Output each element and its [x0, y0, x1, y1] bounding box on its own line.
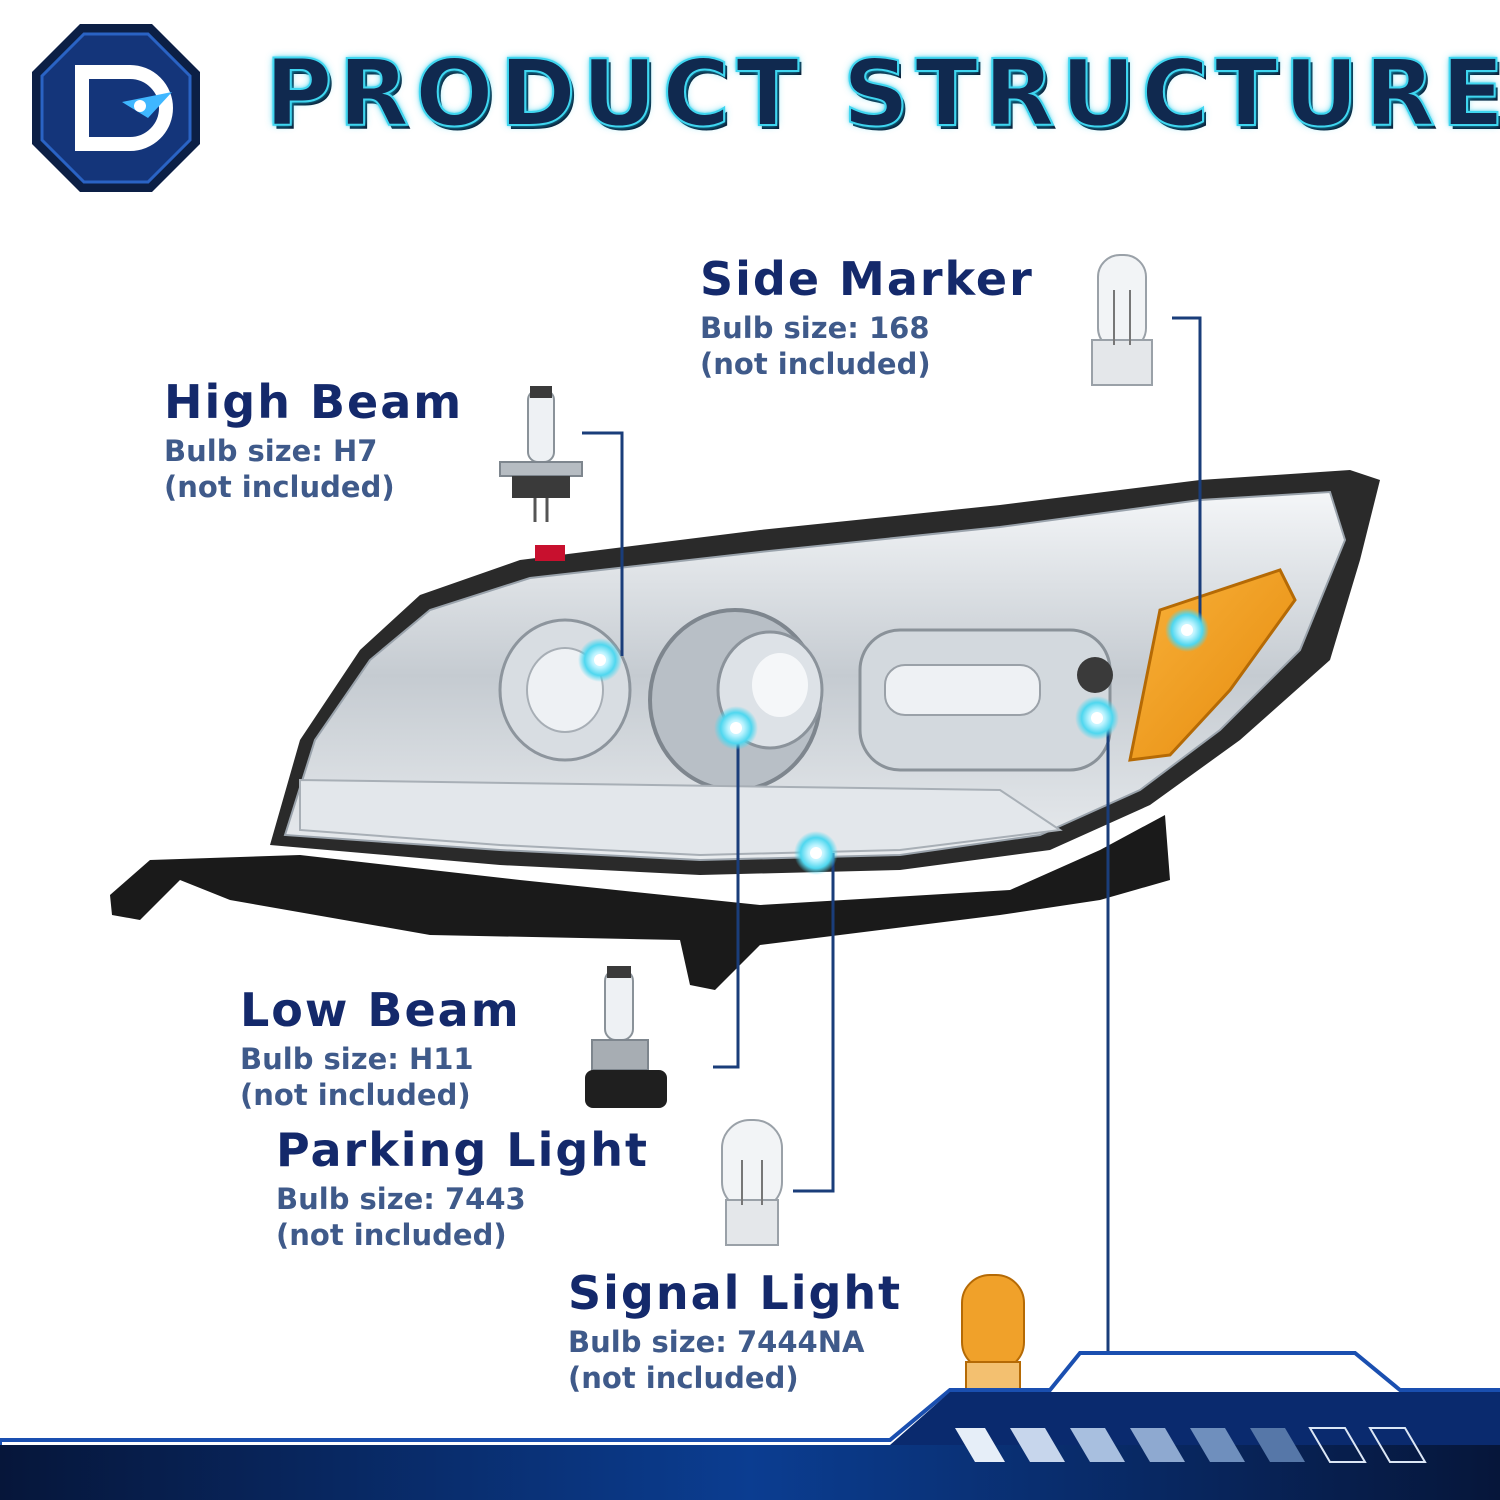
bulb-h11-icon	[585, 966, 667, 1108]
part-bulb-size: Bulb size: 7443	[276, 1182, 526, 1216]
part-side-marker: Side Marker Bulb size: 168 (not included…	[700, 252, 1034, 382]
part-title: Side Marker	[700, 252, 1034, 306]
part-bulb-size: Bulb size: H7	[164, 434, 378, 468]
bulb-168-icon	[1091, 254, 1153, 386]
part-note: (not included)	[164, 470, 395, 504]
page-title: PRODUCT STRUCTURE	[264, 39, 1500, 148]
part-title: High Beam	[164, 375, 464, 429]
part-note: (not included)	[240, 1078, 471, 1112]
part-high-beam: High Beam Bulb size: H7 (not included)	[164, 375, 463, 505]
part-parking-light: Parking Light Bulb size: 7443 (not inclu…	[276, 1123, 649, 1253]
bulb-7443-icon	[721, 1119, 783, 1246]
part-note: (not included)	[568, 1361, 799, 1395]
part-signal-light: Signal Light Bulb size: 7444NA (not incl…	[568, 1266, 902, 1396]
part-low-beam: Low Beam Bulb size: H11 (not included)	[240, 983, 521, 1113]
part-bulb-size: Bulb size: H11	[240, 1042, 474, 1076]
part-note: (not included)	[700, 347, 931, 381]
callout-line-parking-light	[793, 853, 835, 1193]
callout-line-side-marker	[1172, 316, 1202, 628]
part-note: (not included)	[276, 1218, 507, 1252]
bulb-h7-icon	[499, 386, 583, 522]
part-title: Low Beam	[240, 983, 521, 1037]
part-bulb-size: Bulb size: 168	[700, 311, 930, 345]
callout-line-high-beam	[582, 431, 624, 656]
part-title: Parking Light	[276, 1123, 649, 1177]
logo-octagon-icon	[32, 24, 200, 192]
footer-band	[0, 1351, 1500, 1500]
footer-chevrons	[955, 1427, 1427, 1463]
bulb-7444na-icon	[961, 1274, 1025, 1408]
callout-line-low-beam	[713, 728, 740, 1069]
brand-logo	[30, 22, 202, 194]
part-bulb-size: Bulb size: 7444NA	[568, 1325, 865, 1359]
part-title: Signal Light	[568, 1266, 903, 1320]
